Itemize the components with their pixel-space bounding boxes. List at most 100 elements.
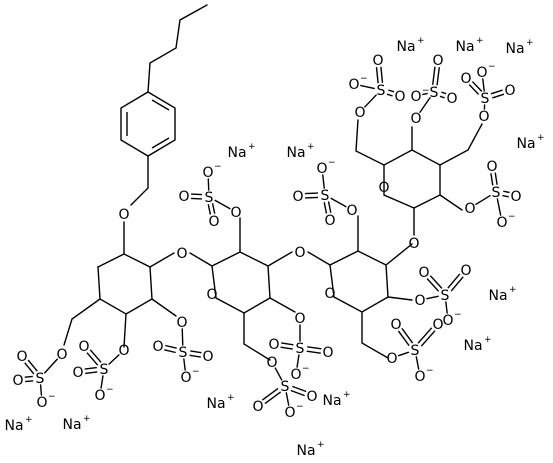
double-bond [502, 196, 508, 197]
oxygen-atom: O [394, 89, 405, 105]
single-bond [399, 352, 409, 355]
double-bond [85, 372, 97, 373]
oxygen-atom: O [408, 236, 419, 252]
oxygen-atom: O [72, 365, 83, 381]
oxygen-atom: O [414, 293, 425, 309]
ring-c-c6 [362, 312, 388, 358]
sulfur-atom: S [377, 83, 386, 99]
oxygen-atom: O [346, 203, 357, 219]
double-bond [381, 67, 383, 83]
sodium-ion: Na [206, 396, 225, 412]
double-bond [421, 331, 435, 347]
double-bond [377, 67, 379, 83]
sodium-ion: Na [455, 39, 474, 55]
ring-d-c6 [356, 120, 384, 165]
single-bond [497, 199, 500, 215]
oxygen-atom: O [266, 355, 277, 371]
oxide-atom: O [496, 215, 507, 231]
charge-label: − [328, 158, 336, 168]
single-bond [109, 355, 119, 364]
oxygen-atom: O [176, 246, 187, 262]
double-bond [190, 355, 201, 357]
charge-label: + [484, 335, 492, 345]
charge-label: − [360, 74, 368, 84]
double-bond [291, 390, 305, 395]
double-bond [388, 90, 394, 92]
ring-a-link [150, 253, 174, 267]
sodium-ion: Na [296, 443, 315, 458]
oxygen-atom: O [460, 263, 471, 279]
oxygen-atom: O [178, 189, 189, 205]
glycosidic-bond [190, 253, 212, 266]
double-bond [262, 388, 278, 400]
oxygen-atom: O [464, 201, 475, 217]
single-bond [215, 200, 230, 208]
charge-label: − [296, 402, 304, 412]
oxygen-atom: O [324, 213, 335, 229]
double-bond [503, 191, 509, 192]
oxygen-atom: O [510, 189, 521, 205]
oxygen-atom: O [386, 351, 397, 367]
double-bond [398, 331, 409, 346]
oxygen-atom: O [16, 349, 27, 365]
oxygen-atom: O [294, 245, 305, 261]
double-bond [441, 92, 446, 94]
ring-b-c3 [270, 298, 295, 312]
ring-d-c3 [440, 124, 482, 165]
sulfur-atom: S [100, 362, 109, 378]
ring-bond [98, 254, 124, 267]
double-bond [402, 328, 413, 343]
glycosidic-bond [308, 252, 330, 265]
oxygen-atom: O [12, 373, 23, 389]
sodium-ion: Na [463, 338, 482, 354]
sulfur-atom: S [296, 341, 305, 357]
oxygen-atom: O [390, 317, 401, 333]
sulfur-atom: S [205, 190, 214, 206]
oxide-atom: O [410, 89, 421, 105]
oxygen-atom: O [176, 315, 187, 331]
charge-label: + [317, 440, 325, 450]
double-bond [307, 351, 321, 353]
oxide-atom: O [284, 405, 295, 421]
ring-a-c3 [152, 299, 176, 316]
sulfur-atom: S [430, 85, 439, 101]
ring-b-link [268, 252, 292, 266]
oxygen-atom: O [78, 339, 89, 355]
double-bond [281, 343, 293, 345]
oxygen-atom: O [208, 214, 219, 230]
oxygen-atom: O [306, 389, 317, 405]
sodium-ion: Na [516, 136, 535, 152]
charge-label: + [343, 390, 351, 400]
charge-label: − [508, 212, 516, 222]
benzene-ring [121, 92, 175, 156]
sodium-ion: Na [227, 145, 246, 161]
sodium-ion: Na [286, 145, 305, 161]
charge-label: − [214, 162, 222, 172]
ring-c [330, 251, 388, 312]
oxygen-atom: O [118, 207, 129, 223]
double-bond [292, 386, 306, 391]
charge-label: − [192, 367, 200, 377]
oxygen-atom: O [56, 347, 67, 363]
oxide-atom: O [348, 77, 359, 93]
oxygen-atom: O [486, 159, 497, 175]
sodium-ion: Na [396, 39, 415, 55]
sodium-ion: Na [505, 41, 524, 57]
charge-label: − [488, 62, 496, 72]
aromatic-bond [152, 100, 169, 110]
oxygen-atom: O [202, 349, 213, 365]
ring-b-c6 [244, 313, 270, 360]
charge-label: + [537, 133, 545, 143]
oxide-atom: O [290, 367, 301, 383]
oxygen-atom: O [322, 345, 333, 361]
oxygen-atom: O [446, 91, 457, 107]
double-bond [387, 94, 393, 96]
aromatic-bond [152, 138, 169, 148]
ring-a [98, 222, 152, 314]
single-bond [427, 296, 438, 298]
double-bond [307, 347, 321, 349]
double-bond [164, 350, 175, 353]
oxygen-atom: O [118, 343, 129, 359]
charge-label: − [422, 86, 430, 96]
